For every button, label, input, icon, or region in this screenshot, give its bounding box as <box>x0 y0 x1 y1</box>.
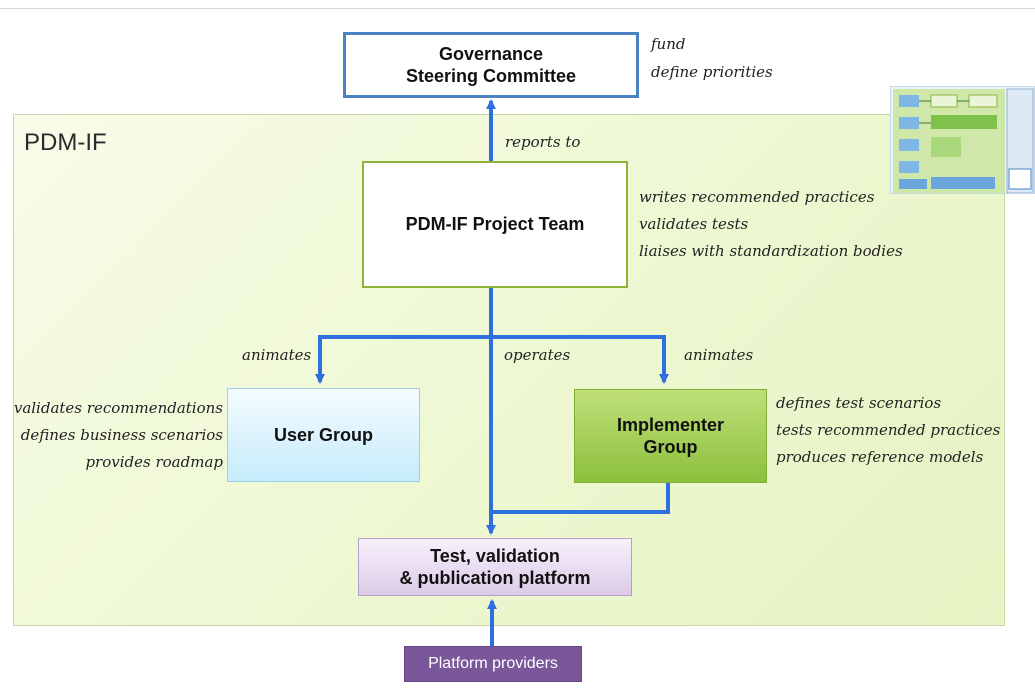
user-group-box: User Group <box>227 388 420 482</box>
platform-label: Test, validation & publication platform <box>399 545 591 589</box>
thumb-block <box>931 177 995 189</box>
project-team-label: PDM-IF Project Team <box>405 214 585 235</box>
user-group-label: User Group <box>273 424 374 445</box>
user-group-note: provides roadmap <box>85 453 223 471</box>
top-divider <box>0 8 1035 9</box>
thumbnail-drawing <box>893 88 1034 193</box>
animates-implementer-label: animates <box>684 346 754 364</box>
platform-providers-box: Platform providers <box>404 646 582 682</box>
implementer-group-box: Implementer Group <box>574 389 767 483</box>
animates-branch <box>318 335 666 382</box>
thumb-block <box>899 95 919 107</box>
governance-label: Governance Steering Committee <box>405 43 577 87</box>
operates-label: operates <box>504 346 571 364</box>
implementer-to-platform-line <box>491 483 670 514</box>
user-group-notes: validates recommendations defines busine… <box>14 395 223 476</box>
area-title: PDM-IF <box>24 129 107 156</box>
governance-steering-committee-box: Governance Steering Committee <box>343 32 639 98</box>
user-group-note: validates recommendations <box>13 399 223 417</box>
thumb-block <box>899 161 919 173</box>
implementer-group-note: defines test scenarios <box>776 394 942 412</box>
animates-user-label: animates <box>242 346 312 364</box>
project-team-note: writes recommended practices <box>639 188 875 206</box>
project-team-box: PDM-IF Project Team <box>362 161 628 288</box>
user-group-note: defines business scenarios <box>20 426 223 444</box>
platform-box: Test, validation & publication platform <box>358 538 632 596</box>
governance-note: fund <box>651 35 686 53</box>
reports-to-label: reports to <box>505 133 581 151</box>
project-team-note: validates tests <box>639 215 749 233</box>
platform-providers-label: Platform providers <box>428 655 558 672</box>
implementer-group-label: Implementer Group <box>616 414 725 458</box>
thumb-block <box>899 179 927 189</box>
thumb-block <box>899 139 919 151</box>
implementer-group-note: tests recommended practices <box>776 421 1001 439</box>
thumb-block <box>931 115 997 129</box>
implementer-group-notes: defines test scenarios tests recommended… <box>776 390 1000 471</box>
governance-notes: fund define priorities <box>651 30 773 86</box>
implementer-group-note: produces reference models <box>776 448 984 466</box>
project-team-notes: writes recommended practices validates t… <box>639 184 903 265</box>
project-team-note: liaises with standardization bodies <box>639 242 903 260</box>
thumb-block <box>899 117 919 129</box>
governance-note: define priorities <box>651 63 773 81</box>
thumb-block <box>931 137 961 157</box>
thumb-block <box>1008 168 1032 190</box>
